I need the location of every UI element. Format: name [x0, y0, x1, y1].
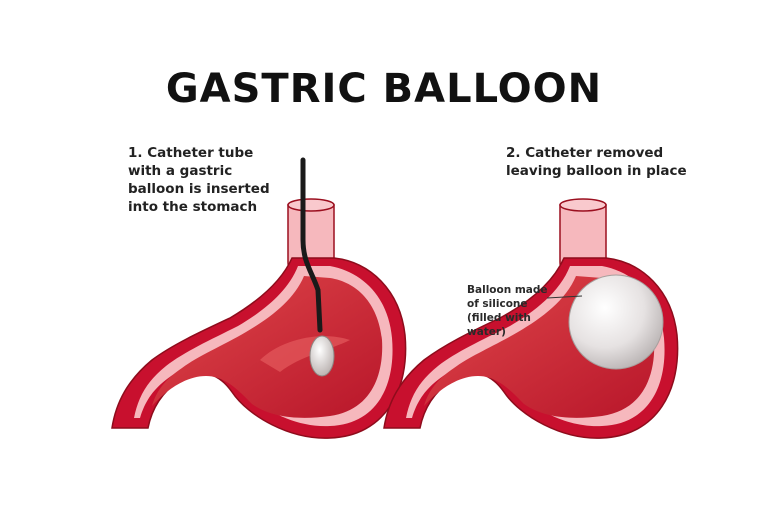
step-1-line: 1. Catheter tube — [128, 145, 254, 161]
balloon-label-line: (filled with — [467, 312, 531, 324]
balloon-pointer — [546, 295, 583, 299]
page-title: GASTRIC BALLOON — [165, 66, 603, 112]
step-2-line: leaving balloon in place — [506, 163, 687, 179]
stomach-1 — [111, 157, 407, 439]
silicone-balloon — [568, 274, 664, 370]
esophagus-opening-1 — [287, 198, 335, 212]
step-2-line: 2. Catheter removed — [506, 145, 664, 161]
step-2-caption: 2. Catheter removed leaving balloon in p… — [506, 144, 687, 180]
balloon-label-line: of silicone — [467, 298, 528, 310]
balloon-label-line: Balloon made — [467, 284, 548, 296]
stomach-2 — [383, 198, 679, 439]
catheter-tube — [300, 157, 323, 333]
step-1-line: balloon is inserted — [128, 181, 270, 197]
step-1-line: with a gastric — [128, 163, 233, 179]
step-1-caption: 1. Catheter tube with a gastric balloon … — [128, 144, 270, 216]
small-balloon — [309, 335, 335, 377]
esophagus-opening-2 — [559, 198, 607, 212]
step-1-line: into the stomach — [128, 199, 258, 215]
stomach-interior-1 — [152, 276, 383, 418]
balloon-label-line: water) — [467, 326, 506, 338]
balloon-label: Balloon made of silicone (filled with wa… — [467, 283, 548, 339]
